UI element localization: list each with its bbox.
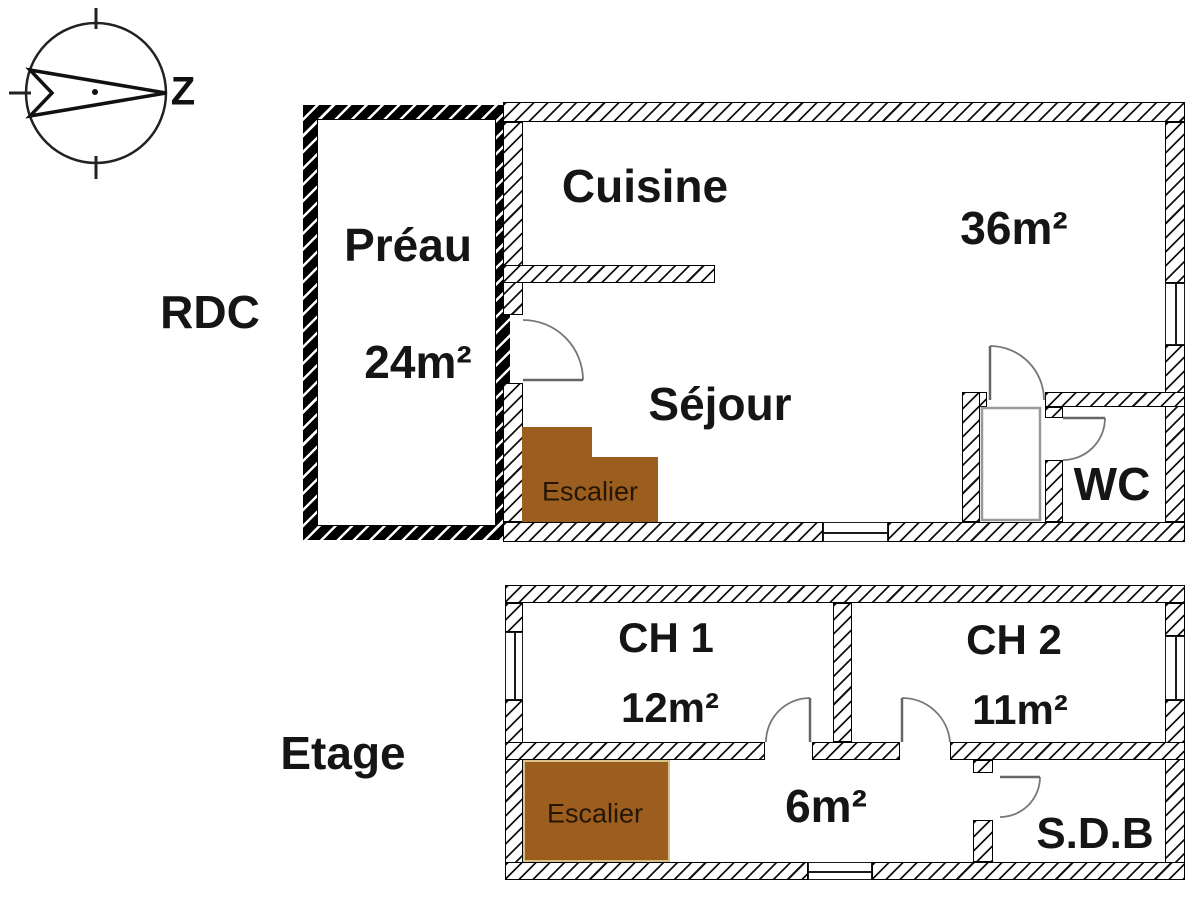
etage-wall-mid-left xyxy=(505,742,765,760)
wc-wall-top xyxy=(1045,392,1185,407)
wc-wall-divider-lower xyxy=(1045,460,1063,522)
door-arc-preau-sejour xyxy=(522,319,584,381)
etage-stairs xyxy=(523,760,670,862)
rdc-wall-left-upper xyxy=(503,122,523,315)
wc-room-label: WC xyxy=(1073,458,1151,510)
etage-wall-top xyxy=(505,585,1185,603)
etage-wall-mid-center xyxy=(812,742,900,760)
door-arc-sdb xyxy=(999,776,1041,818)
sejour-room-label: Séjour xyxy=(648,378,792,430)
etage-wall-sdb-divider-upper xyxy=(973,760,993,773)
rdc-wall-cuisine-divider xyxy=(503,265,715,283)
fixture-water-heater xyxy=(980,406,1042,522)
etage-wall-right-lower xyxy=(1165,700,1185,880)
etage-wall-mid-right xyxy=(950,742,1185,760)
etage-wall-bottom-left xyxy=(505,862,808,880)
ch1-room-label: CH 1 xyxy=(618,614,714,661)
etage-wall-bottom-right xyxy=(872,862,1185,880)
wc-wall-divider-upper xyxy=(1045,407,1063,418)
etage-stairs-label: Escalier xyxy=(546,798,644,829)
floor-label-etage: Etage xyxy=(280,727,406,779)
couloir-area-label: 6m² xyxy=(785,780,867,832)
cuisine-room-label: Cuisine xyxy=(561,160,729,212)
rdc-wall-left-lower xyxy=(503,383,523,522)
etage-wall-left-upper xyxy=(505,603,523,632)
rdc-window-right xyxy=(1165,283,1185,345)
etage-wall-left-lower xyxy=(505,700,523,880)
rdc-wall-top xyxy=(503,102,1185,122)
door-arc-ch1 xyxy=(765,697,811,743)
rdc-stairs-step-1 xyxy=(522,427,592,522)
door-arc-wc xyxy=(1062,417,1106,461)
etage-wall-ch-divider xyxy=(833,603,852,742)
ch2-area-label: 11m² xyxy=(972,686,1068,733)
etage-window-right xyxy=(1165,636,1185,700)
preau-room xyxy=(317,119,496,526)
rdc-window-bottom xyxy=(823,522,888,542)
rdc-wall-right-upper xyxy=(1165,122,1185,283)
rdc-stairs-step-2 xyxy=(592,457,658,522)
etage-window-bottom xyxy=(808,862,872,880)
wc-wall-left xyxy=(962,392,980,522)
sdb-room-label: S.D.B xyxy=(1036,809,1154,858)
etage-wall-sdb-divider-lower xyxy=(973,820,993,862)
compass-north-letter: Z xyxy=(170,69,196,114)
rdc-wall-bottom-left xyxy=(503,522,823,542)
rdc-area-label: 36m² xyxy=(960,202,1068,254)
preau-area-label: 24m² xyxy=(364,336,472,388)
door-arc-ch2 xyxy=(901,697,951,743)
etage-wall-right-upper xyxy=(1165,603,1185,636)
rdc-wall-bottom-right xyxy=(888,522,1185,542)
door-arc-wc-entry xyxy=(989,345,1045,401)
floor-label-rdc: RDC xyxy=(160,286,260,338)
ch1-area-label: 12m² xyxy=(620,684,720,731)
etage-window-left xyxy=(505,632,523,700)
rdc-stairs-label: Escalier xyxy=(541,476,639,507)
rdc-wall-right-lower xyxy=(1165,345,1185,522)
ch2-room-label: CH 2 xyxy=(966,616,1062,663)
preau-room-label: Préau xyxy=(344,219,472,271)
